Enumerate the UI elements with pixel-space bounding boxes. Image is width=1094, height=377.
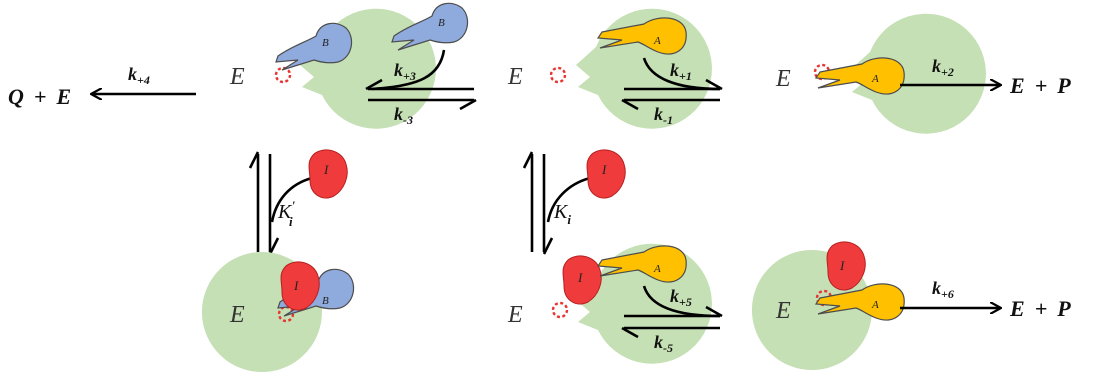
ligand-i-label: I (601, 162, 607, 177)
arrow-head-k-minus-5 (621, 326, 639, 339)
rate-k-plus-2: k+2 (932, 56, 954, 79)
active-site-icon (549, 66, 567, 84)
arrow-head-down-center (542, 237, 554, 255)
arrow-head-up-center (522, 151, 534, 169)
rate-k-plus-6: k+6 (932, 278, 954, 301)
product-q-plus-e: Q+E (8, 84, 71, 109)
rate-k-plus-5: k+5 (670, 286, 692, 309)
binding-curve-i-center (546, 176, 591, 223)
binding-curve-i-left (270, 176, 313, 223)
enzyme-free: E (507, 8, 712, 129)
ligand-i-label: I (577, 270, 583, 285)
ligand-a-label: A (871, 299, 879, 311)
rate-k-plus-1: k+1 (670, 60, 692, 83)
product-e-plus-p-bottom: E+P (1009, 296, 1071, 321)
enzyme-label: E (507, 302, 523, 328)
arrow-head-k-minus-1 (621, 98, 639, 111)
enzyme-eb-complex: E B (229, 8, 436, 129)
ligand-b-label: B (322, 37, 329, 49)
ligand-i-label: I (293, 278, 299, 293)
incoming-substrate-a-bottom: A (597, 245, 687, 283)
equilibrium-k-i-prime: I K'i (248, 149, 348, 255)
equilibrium-k-i: I Ki (522, 149, 626, 255)
ligand-b-label: B (438, 17, 445, 29)
enzyme-ea-complex: E A (775, 13, 986, 134)
enzyme-label: E (775, 298, 791, 324)
constant-k-i-prime: K'i (277, 198, 295, 229)
arrow-head-up-left (248, 151, 260, 169)
enzyme-ebi-complex: E B I (201, 252, 355, 372)
product-e-plus-p-top: E+P (1009, 73, 1071, 98)
ligand-i-label: I (839, 258, 845, 273)
rate-k-minus-1: k-1 (654, 104, 673, 127)
rate-k-plus-3: k+3 (394, 60, 416, 83)
incoming-substrate-a: A (597, 17, 687, 55)
enzyme-label: E (229, 302, 245, 328)
enzyme-ei-complex: E I (507, 243, 712, 364)
rate-k-plus-4: k+4 (128, 64, 150, 87)
active-site-icon (274, 66, 292, 84)
ligand-a-label: A (653, 263, 661, 275)
arrow-head-k-plus-5 (705, 305, 723, 318)
ligand-i-label: I (323, 162, 329, 177)
arrow-head-down-left (268, 237, 280, 255)
enzyme-label: E (507, 64, 523, 90)
svg-text:Q+E: Q+E (8, 84, 71, 109)
active-site-icon (277, 305, 295, 323)
active-site-icon (551, 301, 569, 319)
arrow-head-k-plus-3 (365, 78, 383, 91)
ligand-a-label: A (871, 73, 879, 85)
rate-k-minus-3: k-3 (394, 104, 413, 127)
incoming-substrate-b: B (391, 2, 469, 51)
enzyme-label: E (229, 64, 245, 90)
ligand-a-label: A (653, 35, 661, 47)
arrow-head-k-plus-1 (705, 78, 723, 91)
rate-k-minus-5: k-5 (654, 332, 673, 355)
enzyme-label: E (775, 66, 791, 92)
arrow-head-k-minus-3 (459, 98, 477, 111)
constant-k-i: Ki (553, 201, 571, 227)
enzyme-eai-complex: E A I (751, 241, 905, 370)
ligand-b-label: B (322, 295, 329, 307)
